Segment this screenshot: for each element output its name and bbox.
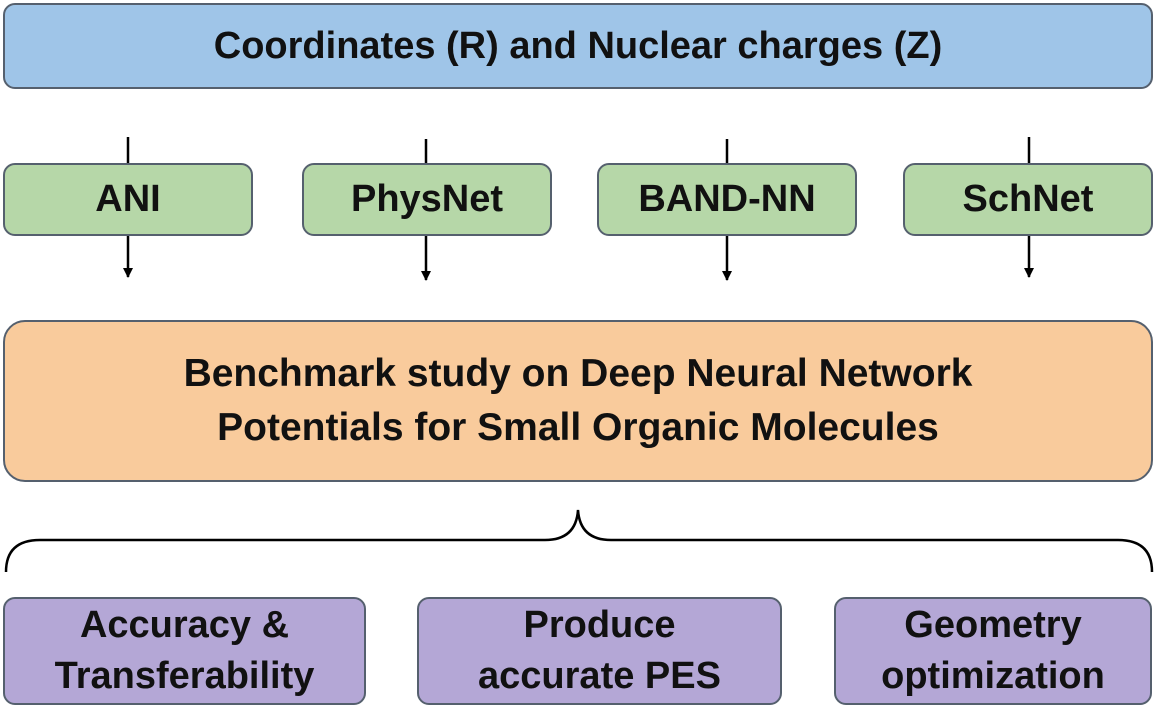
goal-label-line-1: Produce — [523, 604, 676, 646]
model-label: BAND-NN — [638, 178, 816, 220]
goal-box-geometry: Geometry optimization — [834, 597, 1152, 705]
goal-label-line-1: Geometry — [904, 604, 1082, 646]
model-label: SchNet — [962, 178, 1094, 220]
input-box: Coordinates (R) and Nuclear charges (Z) — [3, 3, 1153, 89]
curly-brace — [4, 509, 1154, 573]
goal-box-pes: Produce accurate PES — [417, 597, 782, 705]
benchmark-study-box: Benchmark study on Deep Neural Network P… — [3, 320, 1153, 482]
goal-label-line-1: Accuracy & — [79, 604, 290, 646]
model-box-band-nn: BAND-NN — [597, 163, 857, 236]
input-label: Coordinates (R) and Nuclear charges (Z) — [213, 24, 943, 67]
model-box-schnet: SchNet — [903, 163, 1153, 236]
study-title-line-2: Potentials for Small Organic Molecules — [217, 406, 939, 449]
model-label: PhysNet — [350, 178, 504, 220]
study-title-line-1: Benchmark study on Deep Neural Network — [183, 352, 973, 395]
model-box-physnet: PhysNet — [302, 163, 552, 236]
goal-box-accuracy: Accuracy & Transferability — [3, 597, 366, 705]
goal-label-line-2: Transferability — [54, 655, 315, 697]
goal-label-line-2: accurate PES — [478, 655, 721, 697]
model-box-ani: ANI — [3, 163, 253, 236]
goal-label-line-2: optimization — [881, 655, 1105, 697]
model-label: ANI — [95, 178, 161, 220]
